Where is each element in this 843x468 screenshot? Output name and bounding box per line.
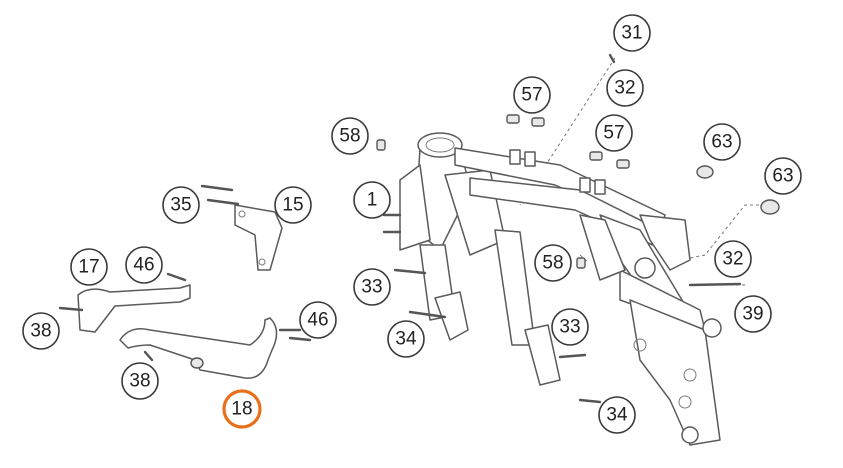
callout-1: 1	[353, 181, 391, 219]
callout-39: 39	[734, 295, 772, 333]
callout-17: 17	[70, 248, 108, 286]
bracket-15	[200, 184, 283, 271]
callout-label: 15	[282, 195, 303, 216]
callout-57: 57	[513, 76, 551, 114]
callout-57: 57	[595, 114, 633, 152]
callout-58: 58	[331, 117, 369, 155]
callout-33: 33	[551, 308, 589, 346]
callout-35: 35	[162, 186, 200, 224]
callout-label: 33	[361, 277, 382, 298]
callout-18-highlighted[interactable]: 18	[222, 389, 262, 429]
callout-label: 38	[30, 321, 51, 342]
callout-15: 15	[274, 186, 312, 224]
callout-46: 46	[125, 246, 163, 284]
callout-label: 46	[307, 310, 328, 331]
callout-label: 35	[170, 195, 191, 216]
callout-38: 38	[22, 312, 60, 350]
callout-label: 17	[78, 257, 99, 278]
callout-label: 57	[521, 85, 542, 106]
callouts: 31 32 57 57 58 63 63 1	[22, 14, 802, 434]
callout-32: 32	[714, 240, 752, 278]
callout-label: 63	[711, 132, 732, 153]
callout-38: 38	[121, 362, 159, 400]
callout-label: 18	[231, 399, 252, 420]
callout-31: 31	[613, 14, 651, 52]
bar-18	[119, 317, 312, 379]
callout-label: 1	[367, 190, 378, 211]
callout-label: 34	[395, 329, 417, 350]
callout-label: 31	[621, 23, 642, 44]
callout-label: 58	[542, 253, 563, 274]
callout-label: 63	[772, 166, 793, 187]
callout-label: 46	[133, 255, 154, 276]
callout-label: 38	[129, 371, 150, 392]
callout-label: 32	[722, 249, 743, 270]
callout-label: 34	[606, 405, 628, 426]
callout-label: 57	[603, 123, 624, 144]
callout-33: 33	[353, 268, 391, 306]
callout-58: 58	[534, 244, 572, 282]
callout-label: 39	[742, 304, 763, 325]
callout-34: 34	[387, 320, 425, 358]
callout-63: 63	[703, 123, 741, 161]
callout-label: 58	[339, 126, 360, 147]
callout-63: 63	[764, 157, 802, 195]
callout-46: 46	[299, 301, 337, 339]
main-frame	[382, 132, 742, 446]
callout-label: 32	[614, 78, 635, 99]
hardware-parts	[376, 53, 780, 269]
callout-34: 34	[598, 396, 636, 434]
rail-17	[58, 272, 191, 333]
callout-label: 33	[559, 317, 580, 338]
callout-32: 32	[606, 69, 644, 107]
